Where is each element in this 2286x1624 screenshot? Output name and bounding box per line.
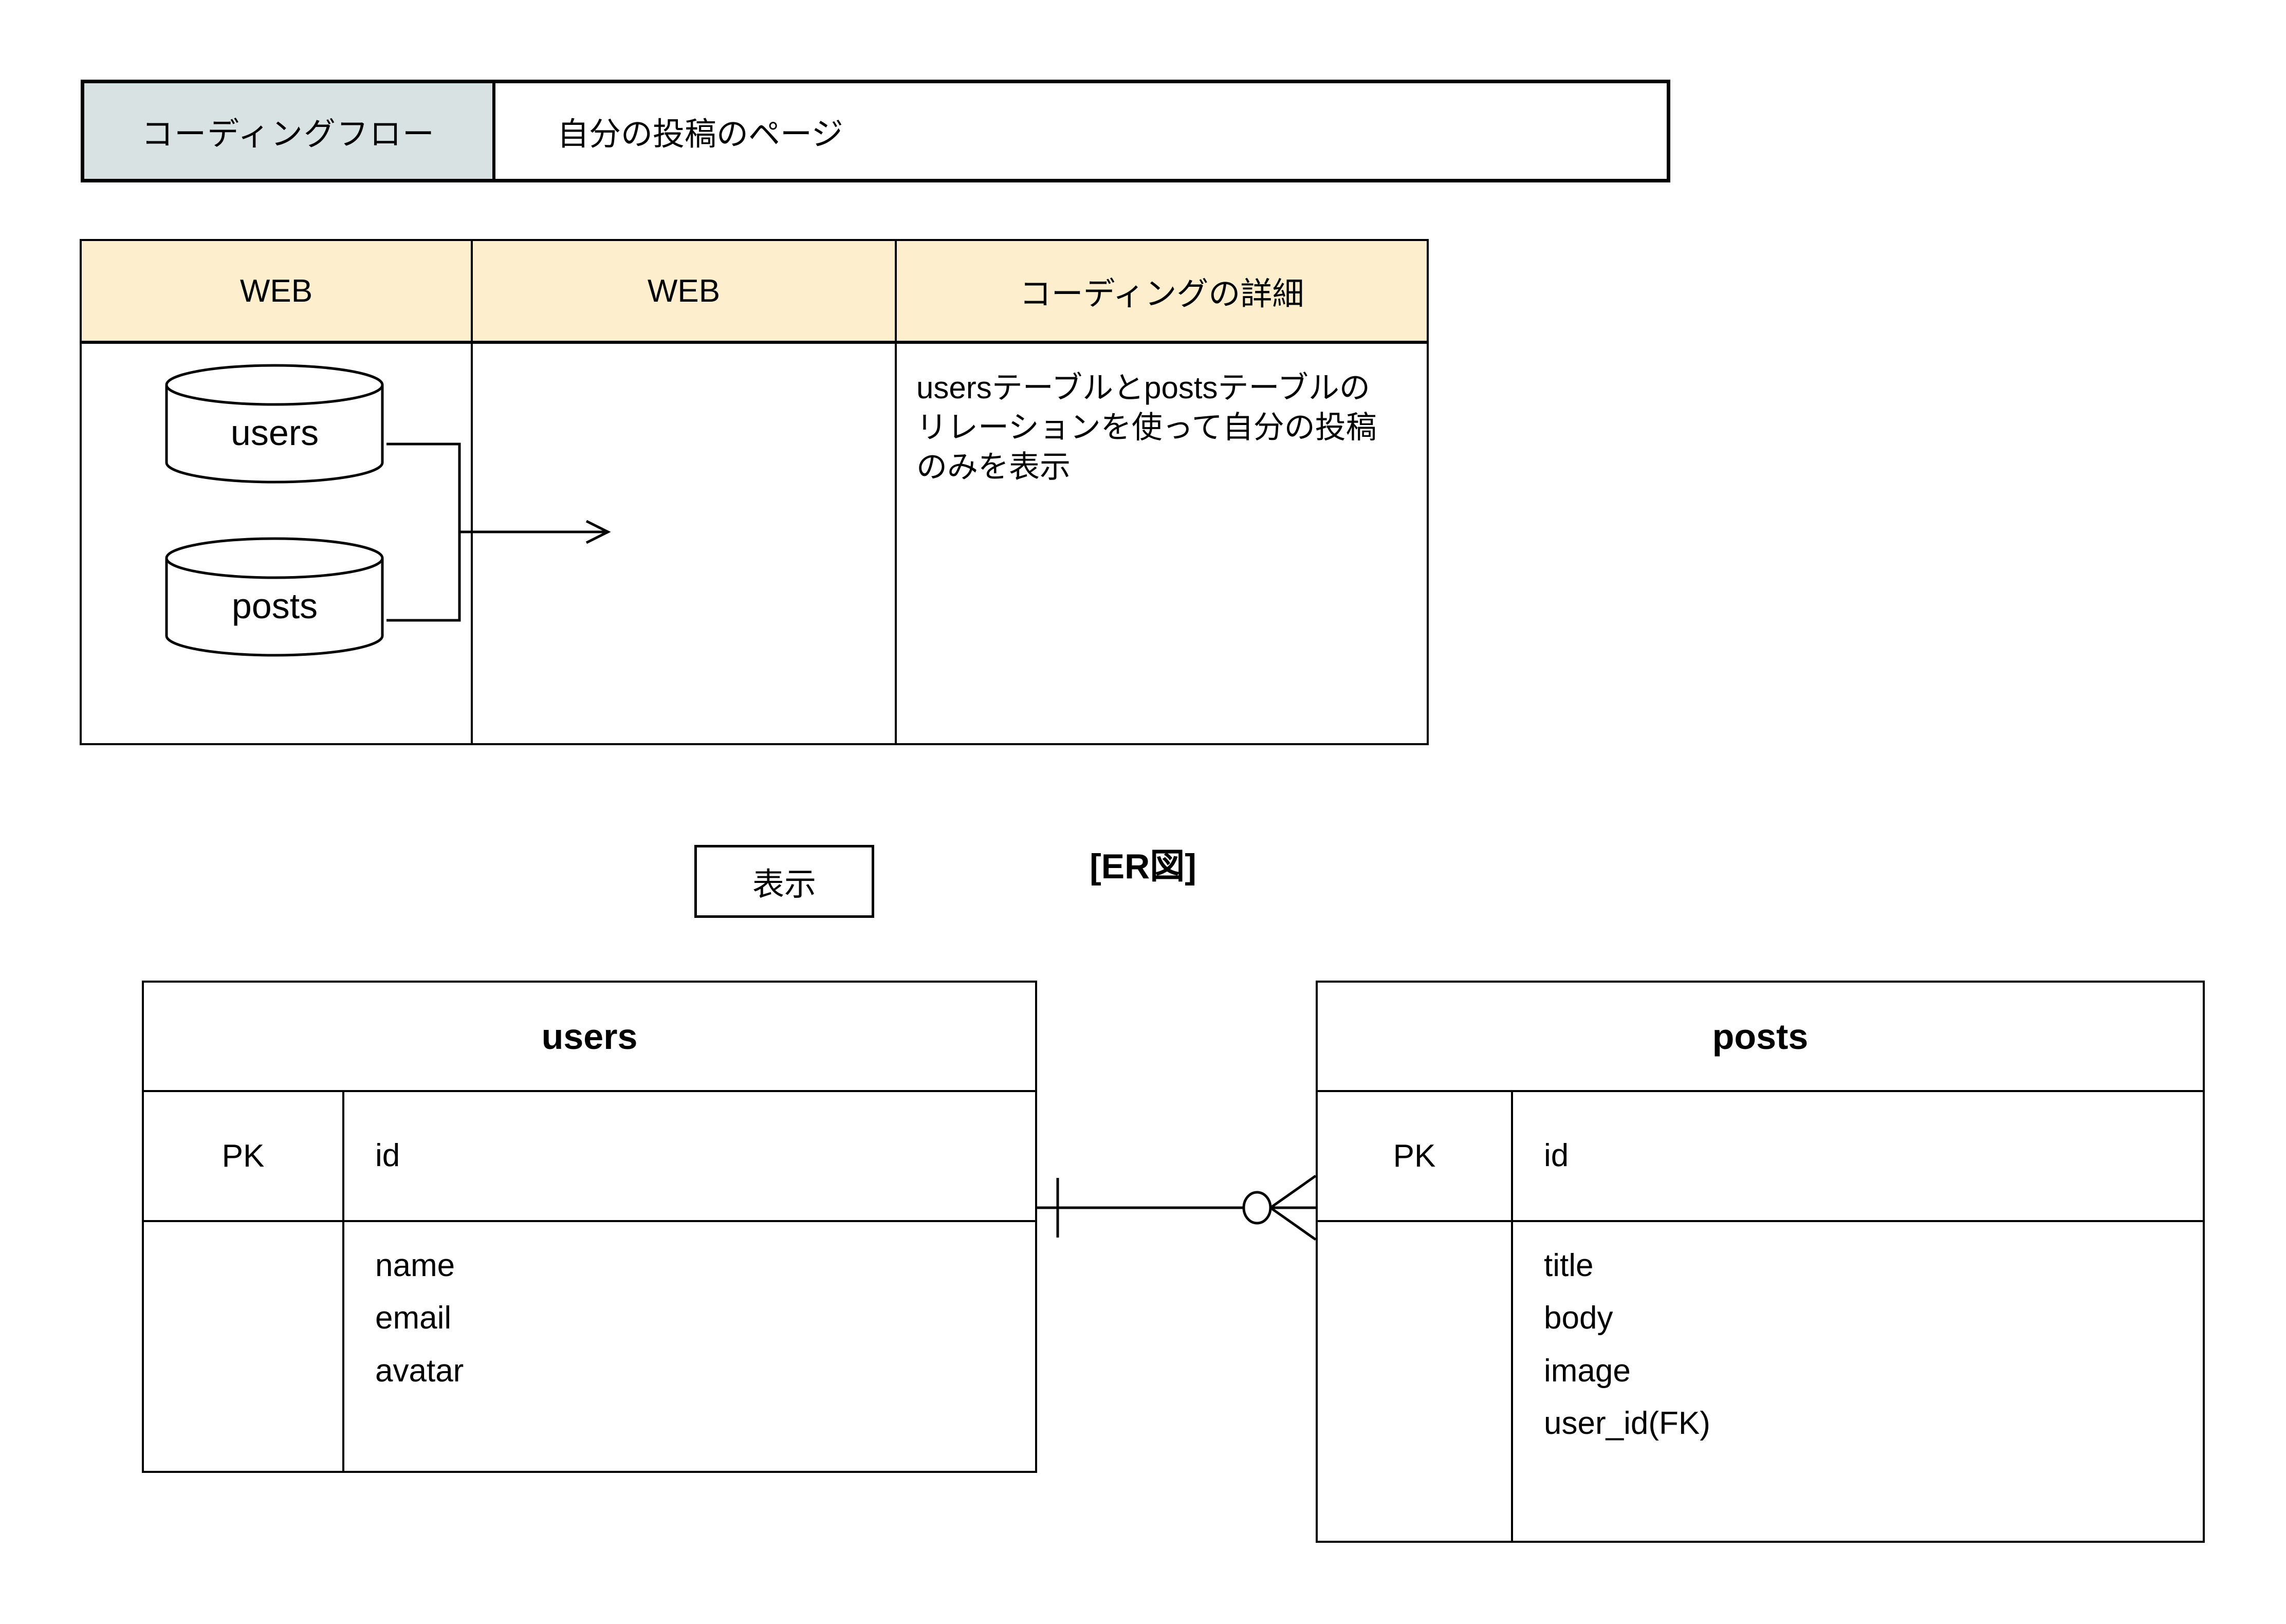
display-process-label: 表示	[752, 867, 816, 902]
er-users-attr-field-list: name email avatar	[344, 1222, 1035, 1473]
er-posts-field-user-id: user_id(FK)	[1544, 1405, 1710, 1441]
er-entity-users: users PK id name email avatar	[142, 981, 1037, 1473]
er-posts-attr-key-blank	[1318, 1222, 1513, 1543]
column-header-detail: コーディングの詳細	[1019, 276, 1304, 312]
cell-web-output	[473, 344, 897, 743]
er-users-field-avatar: avatar	[375, 1353, 464, 1389]
er-posts-field-title: title	[1544, 1248, 1594, 1283]
er-entity-users-name: users	[144, 983, 1035, 1092]
er-relationship-connector	[1037, 1174, 1317, 1241]
er-users-field-name: name	[375, 1248, 455, 1283]
er-diagram-title: [ER図]	[1090, 847, 1196, 886]
cell-coding-detail: usersテーブルとpostsテーブルのリレーションを使って自分の投稿のみを表示	[897, 344, 1427, 743]
er-entity-users-attr-row: name email avatar	[144, 1222, 1035, 1473]
cell-databases: users posts 表示	[82, 344, 874, 918]
flow-header-label: コーディングフロー	[84, 83, 495, 179]
er-entity-posts-name: posts	[1318, 983, 2203, 1092]
er-entity-users-pk-row: PK id	[144, 1092, 1035, 1222]
er-entity-posts: posts PK id title body image user_id(FK)	[1316, 981, 2205, 1543]
er-users-field-email: email	[375, 1300, 452, 1336]
er-users-pk-field-list: id	[344, 1092, 1035, 1220]
er-users-pk-label: PK	[144, 1092, 344, 1220]
column-header-web-1: WEB	[82, 241, 473, 341]
column-header-web-2: WEB	[473, 241, 897, 341]
er-entity-posts-attr-row: title body image user_id(FK)	[1318, 1222, 2203, 1543]
database-label-posts: posts	[231, 585, 318, 626]
er-users-attr-key-blank	[144, 1222, 344, 1473]
coding-detail-text: usersテーブルとpostsテーブルのリレーションを使って自分の投稿のみを表示	[916, 371, 1377, 484]
database-label-users: users	[230, 412, 319, 453]
database-cylinder-posts: posts	[163, 537, 386, 657]
coding-flow-table: WEB WEB コーディングの詳細	[80, 239, 1429, 918]
flow-table-body-row: users posts 表示	[82, 344, 1427, 918]
er-posts-field-image: image	[1544, 1353, 1631, 1389]
database-cylinder-users: users	[163, 363, 386, 484]
flow-header-value: 自分の投稿のページ	[557, 117, 843, 152]
er-posts-pk-label: PK	[1318, 1092, 1513, 1220]
flow-header-bar: コーディングフロー 自分の投稿のページ	[81, 80, 1670, 182]
display-process-box: 表示	[694, 845, 874, 918]
db-to-display-connector	[386, 442, 611, 622]
er-posts-pk-field-list: id	[1513, 1092, 2203, 1220]
er-entity-posts-pk-row: PK id	[1318, 1092, 2203, 1222]
er-posts-field-id: id	[1544, 1138, 1569, 1174]
flow-table-header-row: WEB WEB コーディングの詳細	[82, 241, 1427, 344]
er-posts-attr-field-list: title body image user_id(FK)	[1513, 1222, 2203, 1543]
er-users-field-id: id	[375, 1138, 400, 1174]
er-posts-field-body: body	[1544, 1300, 1613, 1336]
